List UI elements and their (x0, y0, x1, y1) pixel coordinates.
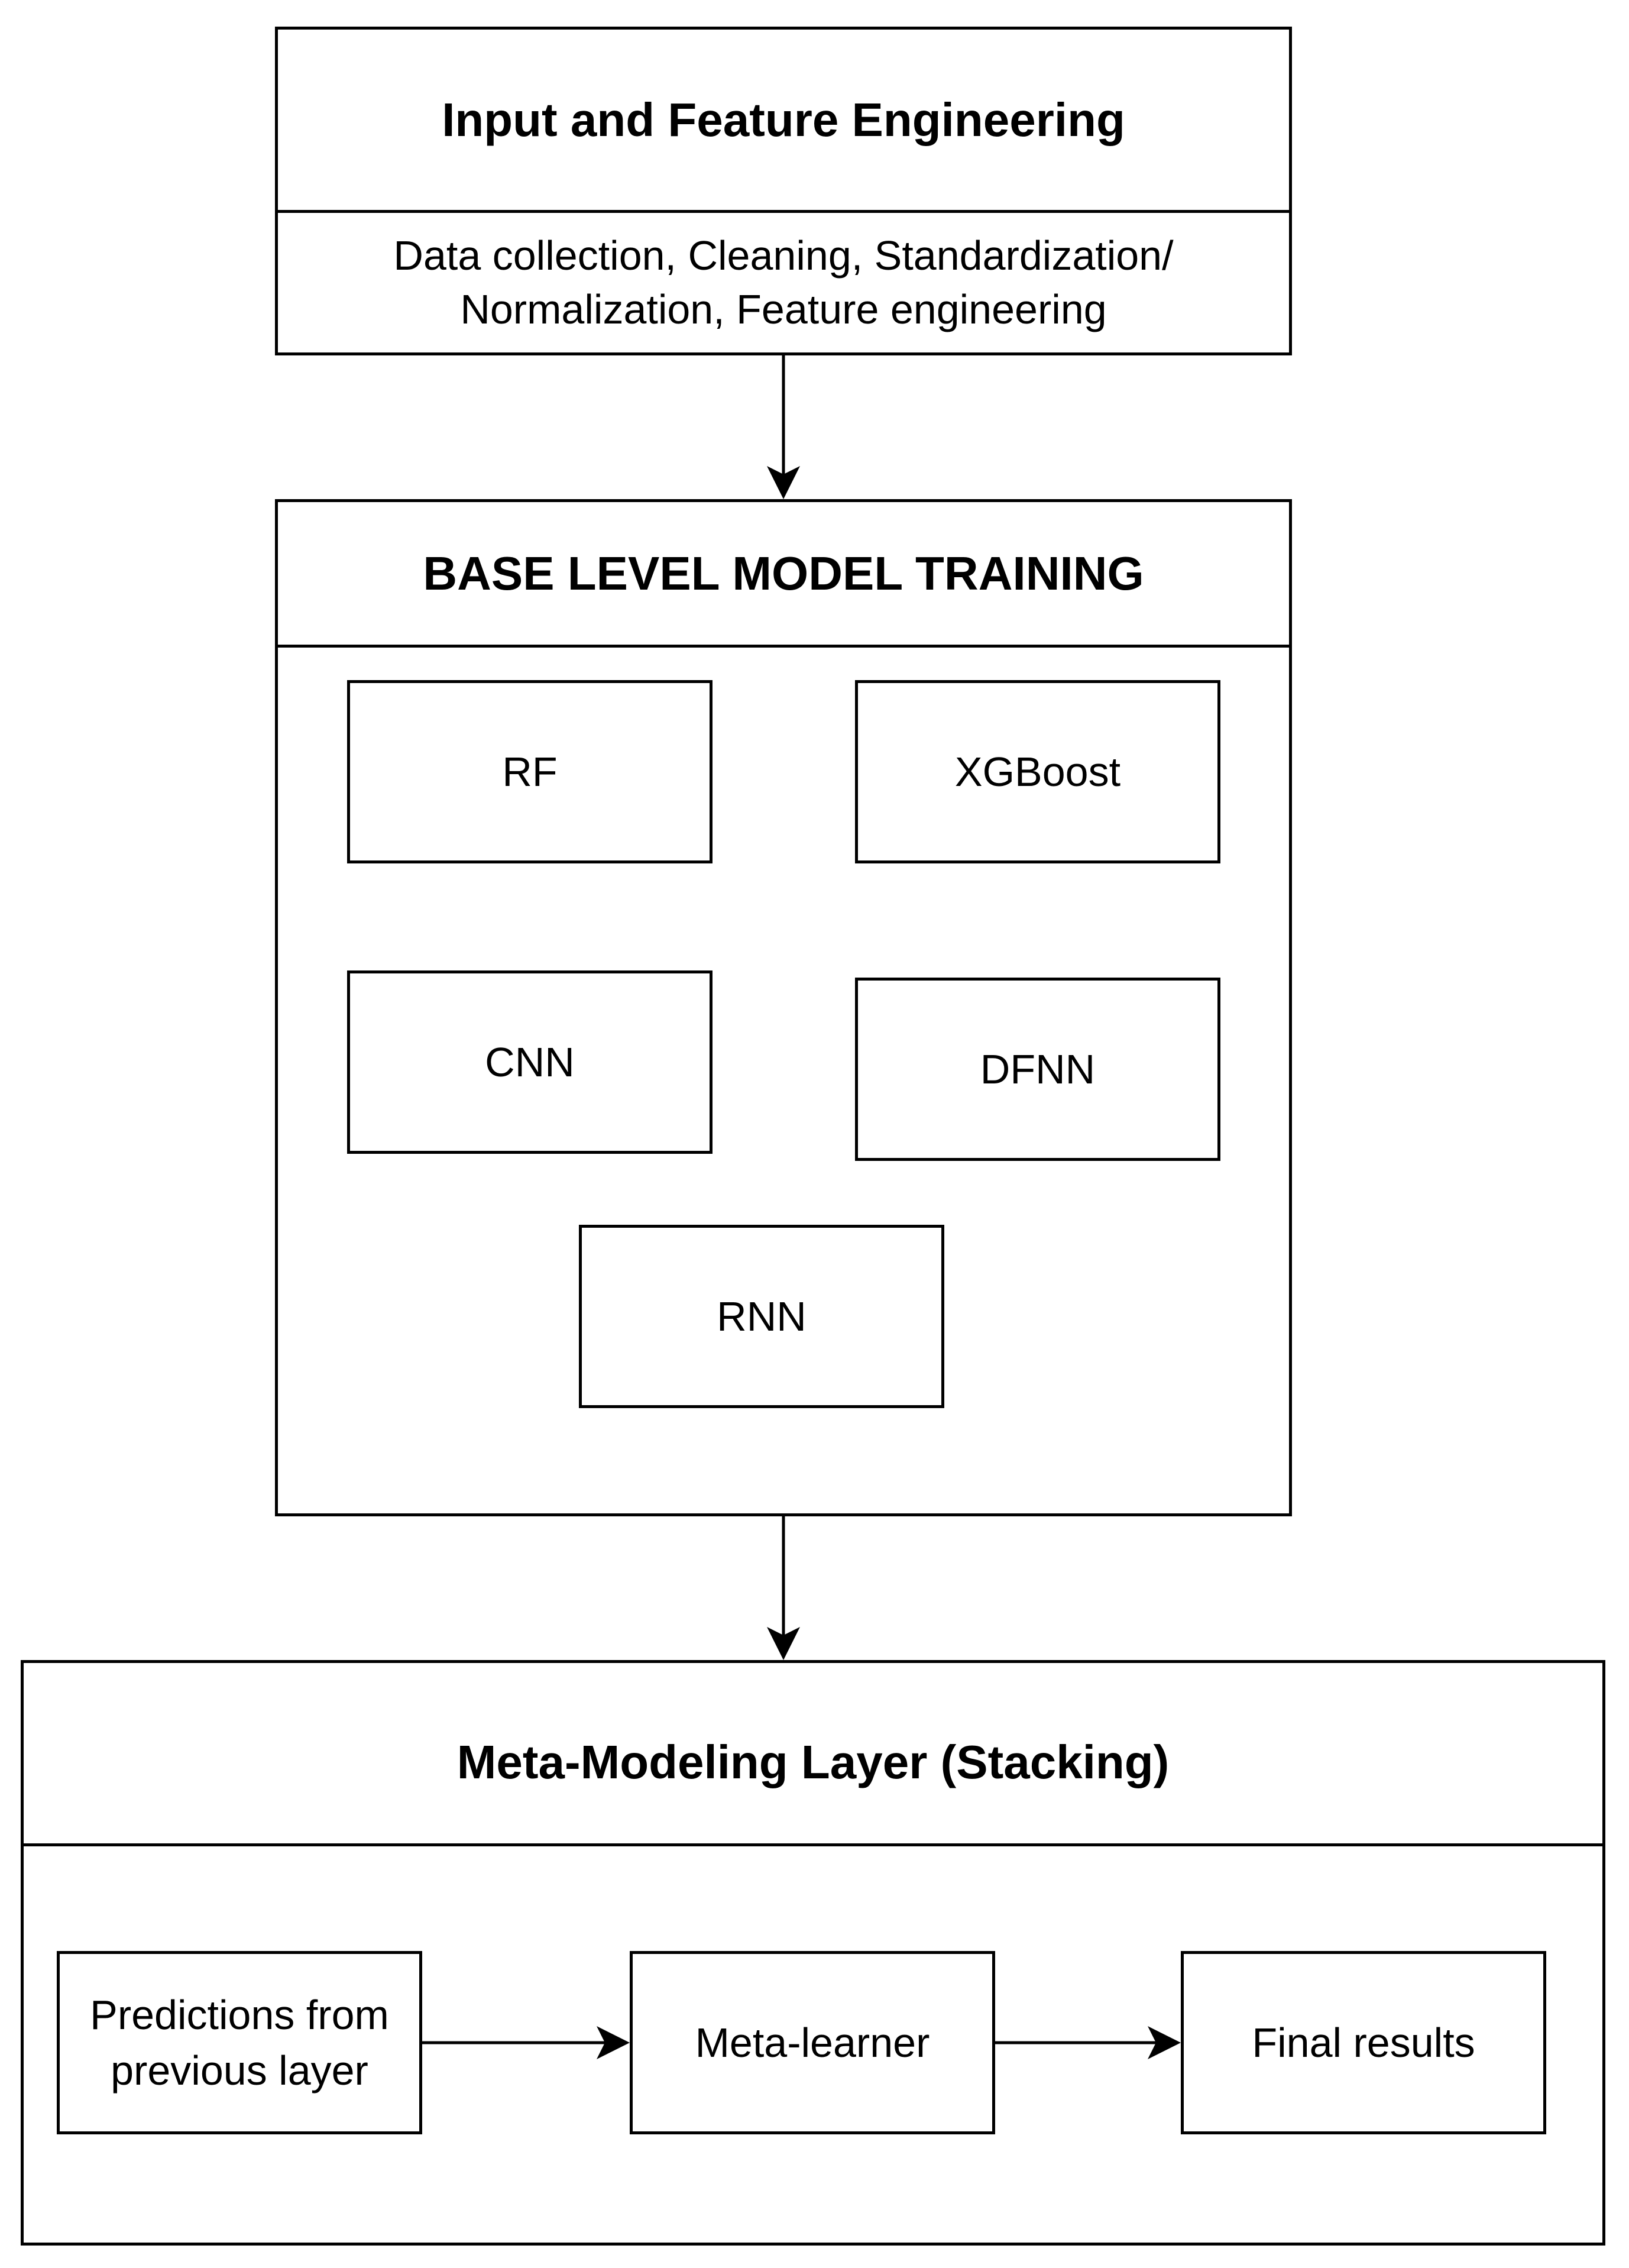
input-feature-engineering-title: Input and Feature Engineering (442, 93, 1125, 146)
model-rf: RF (347, 680, 713, 863)
predictions-label: Predictions from previous layer (90, 1991, 389, 2094)
model-rnn: RNN (579, 1225, 944, 1408)
arrow-input-to-base-head (767, 466, 800, 499)
meta-modeling-header: Meta-Modeling Layer (Stacking) (24, 1663, 1602, 1846)
meta-learner-label: Meta-learner (695, 2019, 930, 2066)
predictions-from-previous-layer: Predictions from previous layer (57, 1951, 422, 2134)
model-xgboost-label: XGBoost (954, 748, 1121, 795)
input-feature-engineering-header: Input and Feature Engineering (278, 30, 1289, 213)
model-cnn: CNN (347, 970, 713, 1154)
final-results: Final results (1181, 1951, 1546, 2134)
model-rf-label: RF (502, 748, 558, 795)
meta-modeling-title: Meta-Modeling Layer (Stacking) (456, 1735, 1170, 1788)
model-xgboost: XGBoost (855, 680, 1220, 863)
input-feature-engineering-text: Data collection, Cleaning, Standardizati… (393, 232, 1174, 332)
model-cnn-label: CNN (485, 1038, 575, 1085)
model-rnn-label: RNN (717, 1293, 807, 1340)
input-feature-engineering-description: Data collection, Cleaning, Standardizati… (278, 213, 1289, 352)
arrow-base-to-meta-head (767, 1627, 800, 1660)
base-level-training-title: BASE LEVEL MODEL TRAINING (423, 546, 1144, 600)
final-results-label: Final results (1252, 2019, 1475, 2066)
model-dfnn: DFNN (855, 978, 1220, 1161)
base-level-training-header: BASE LEVEL MODEL TRAINING (278, 502, 1289, 648)
model-dfnn-label: DFNN (980, 1046, 1096, 1092)
meta-learner: Meta-learner (630, 1951, 995, 2134)
input-feature-engineering-box: Input and Feature Engineering Data colle… (275, 27, 1292, 355)
